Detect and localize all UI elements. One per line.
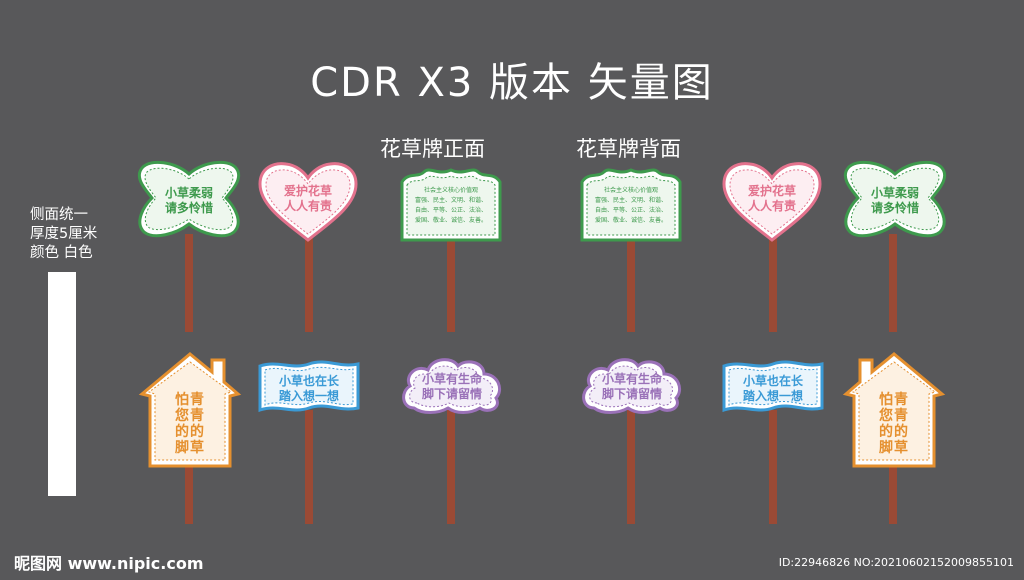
pole [185, 466, 193, 524]
pole [305, 410, 313, 524]
footer-logo: 昵图网 www.nipic.com [14, 554, 204, 573]
side-note: 侧面统一 厚度5厘米 颜色 白色 [30, 206, 120, 263]
pole [185, 234, 193, 332]
pole [305, 238, 313, 332]
heart-sign-left [258, 162, 358, 242]
pole [769, 238, 777, 332]
subtitle-front: 花草牌正面 [380, 137, 485, 161]
butterfly-sign-left [137, 160, 241, 238]
pole [447, 410, 455, 524]
values-board-text: 社会主义核心价值观 富强、民主、文明、和谐、 自由、平等、公正、法治、 爱国、敬… [414, 187, 487, 224]
house-sign-text: 怕青 您青 的的 脚草 [175, 392, 205, 456]
house-sign-right [842, 352, 946, 468]
heart-sign-text: 爱护花草 人人有责 [283, 184, 332, 213]
pole [889, 234, 897, 332]
values-board-back [580, 168, 682, 242]
values-board-front [400, 168, 502, 242]
house-sign-text: 怕青 您青 的的 脚草 [879, 392, 909, 456]
heart-sign-text: 爱护花草 人人有责 [747, 184, 796, 213]
values-board-text: 社会主义核心价值观 富强、民主、文明、和谐、 自由、平等、公正、法治、 爱国、敬… [594, 187, 667, 224]
cloud-sign-text: 小草有生命 脚下请留情 [421, 372, 482, 401]
banner-sign-text: 小草也在长 踏入想一想 [278, 374, 339, 403]
page-title: CDR X3 版本 矢量图 [310, 60, 714, 106]
butterfly-sign-text: 小草柔弱 请多怜惜 [164, 186, 213, 215]
pole [769, 410, 777, 524]
butterfly-sign-text: 小草柔弱 请多怜惜 [870, 186, 919, 215]
subtitle-back: 花草牌背面 [576, 137, 681, 161]
cloud-sign-text: 小草有生命 脚下请留情 [601, 372, 662, 401]
footer-id: ID:22946826 NO:20210602152009855101 [778, 556, 1014, 569]
butterfly-sign-right [843, 160, 947, 238]
side-note-text: 侧面统一 厚度5厘米 颜色 白色 [30, 207, 98, 261]
cloud-sign-left [402, 358, 501, 414]
pole [889, 466, 897, 524]
cloud-sign-right [582, 358, 681, 414]
pole [627, 240, 635, 332]
heart-sign-right [722, 162, 822, 242]
banner-sign-right [722, 360, 824, 413]
house-sign-left [138, 352, 242, 468]
banner-sign-text: 小草也在长 踏入想一想 [742, 374, 803, 403]
pole [627, 410, 635, 524]
side-thickness-bar [48, 272, 76, 496]
banner-sign-left [258, 360, 360, 413]
pole [447, 240, 455, 332]
